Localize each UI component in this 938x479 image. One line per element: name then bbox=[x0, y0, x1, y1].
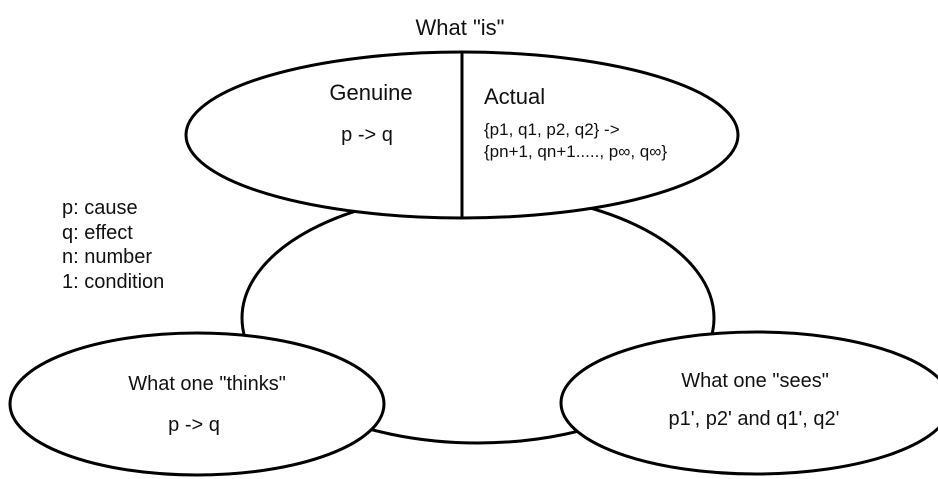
legend-item-cause: p: cause bbox=[62, 197, 138, 219]
thinks-formula: p -> q bbox=[168, 414, 220, 436]
sees-formula: p1', p2' and q1', q2' bbox=[668, 408, 840, 430]
actual-formula-line1: {p1, q1, p2, q2} -> bbox=[484, 120, 620, 139]
thinks-ellipse bbox=[8, 331, 386, 477]
thinks-title: What one "thinks" bbox=[128, 373, 286, 395]
actual-formula-line2: {pn+1, qn+1....., p∞, q∞} bbox=[484, 142, 668, 161]
legend-item-effect: q: effect bbox=[62, 221, 133, 244]
legend-item-number: n: number bbox=[62, 246, 153, 268]
sees-title: What one "sees" bbox=[681, 370, 829, 392]
legend: p: cause q: effect n: number 1: conditio… bbox=[62, 196, 164, 294]
what-is-title: What "is" bbox=[415, 15, 505, 40]
actual-title: Actual bbox=[484, 84, 546, 109]
genuine-title: Genuine bbox=[329, 80, 413, 105]
legend-item-condition: 1: condition bbox=[62, 270, 165, 293]
genuine-formula: p -> q bbox=[341, 124, 393, 146]
sees-ellipse bbox=[559, 330, 938, 476]
